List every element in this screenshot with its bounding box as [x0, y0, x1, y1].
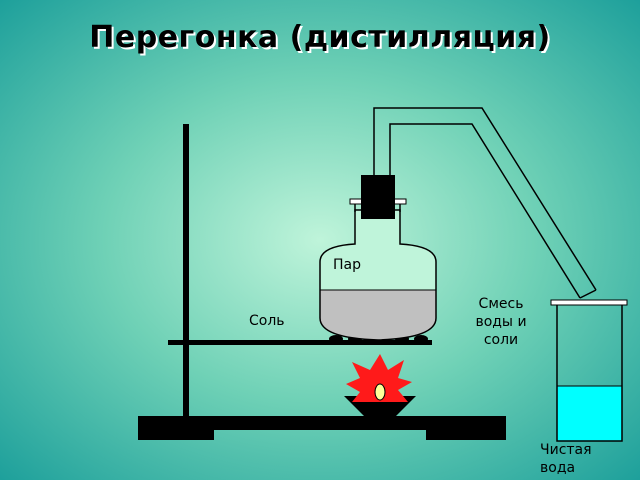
- mixture-label: Смесь воды и соли: [466, 295, 536, 349]
- flask: [319, 198, 437, 341]
- stopper: [361, 175, 395, 219]
- mixture-label-line2: воды и: [475, 314, 527, 330]
- mixture-label-line1: Смесь: [478, 296, 524, 312]
- vapor-label: Пар: [333, 257, 361, 273]
- pure-water-label: Чистая вода: [540, 441, 592, 477]
- stand-rod: [183, 124, 189, 418]
- mixture-label-line3: соли: [483, 332, 519, 348]
- support-shelf: [168, 340, 432, 345]
- stand-base: [138, 416, 506, 440]
- pure-water-label-line1: Чистая: [540, 442, 592, 458]
- flame: [346, 354, 412, 402]
- pure-water-label-line2: вода: [540, 460, 576, 476]
- pure-water: [557, 386, 622, 441]
- beaker: [550, 299, 628, 442]
- page-title: Перегонка (дистилляция): [89, 20, 551, 55]
- delivery-tube: [373, 107, 597, 299]
- salt-solution: [320, 290, 436, 340]
- salt-label: Соль: [249, 313, 285, 329]
